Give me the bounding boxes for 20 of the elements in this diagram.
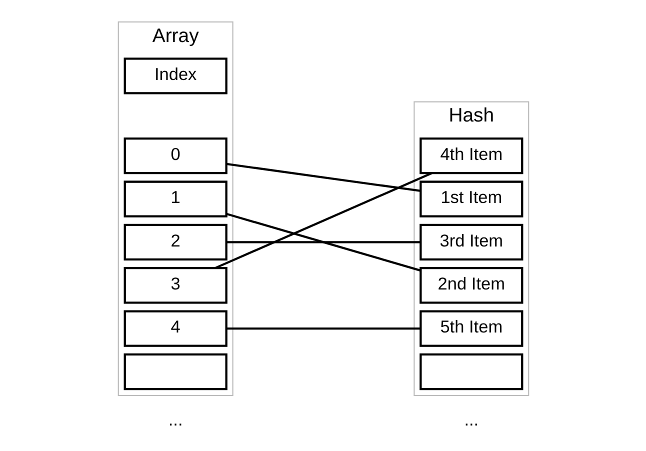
node-box: 3rd Item bbox=[419, 223, 523, 260]
node-box: 5th Item bbox=[419, 310, 523, 346]
node-box bbox=[419, 352, 523, 390]
node-box: 1 bbox=[123, 180, 227, 217]
node-box: 3 bbox=[123, 266, 227, 304]
connector bbox=[214, 172, 432, 268]
node-box: 1st Item bbox=[419, 180, 523, 217]
node-box: 4 bbox=[123, 310, 227, 346]
connector bbox=[226, 240, 420, 243]
node-box: 0 bbox=[123, 136, 227, 174]
node-box bbox=[123, 352, 227, 390]
connector bbox=[226, 326, 420, 330]
label: ... bbox=[464, 409, 478, 430]
node-box: Index bbox=[123, 57, 227, 94]
connector bbox=[226, 162, 420, 192]
label: ... bbox=[168, 409, 182, 430]
node-box: 2nd Item bbox=[419, 266, 523, 304]
node-box: 2 bbox=[123, 223, 227, 260]
connector bbox=[226, 212, 420, 271]
node-box: 4th Item bbox=[419, 136, 523, 174]
